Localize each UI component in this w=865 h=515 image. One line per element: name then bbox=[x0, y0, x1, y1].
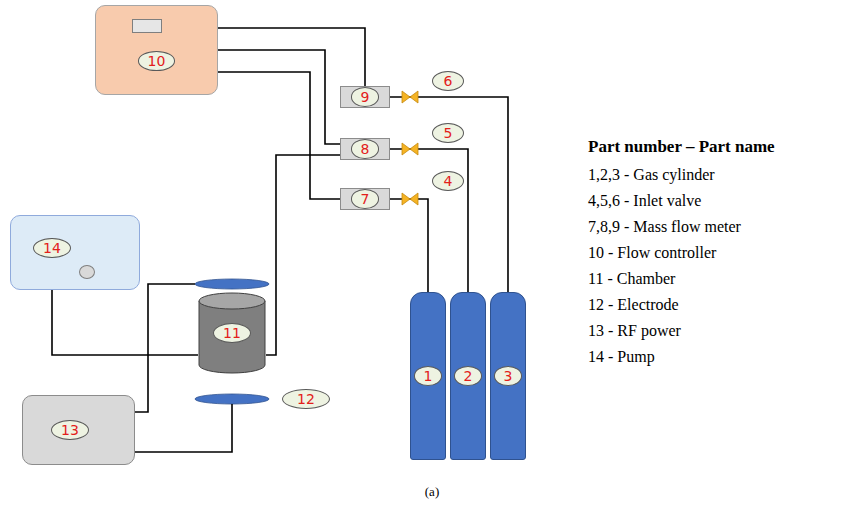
parts-list-heading: Part number – Part name bbox=[588, 137, 775, 157]
callout-number: 5 bbox=[444, 124, 453, 142]
parts-list-entry: 12 - Electrode bbox=[588, 296, 679, 314]
callout-number: 13 bbox=[51, 420, 89, 440]
gas-line bbox=[218, 50, 340, 144]
callout-number: 10 bbox=[138, 51, 176, 71]
chamber-cylinder: 11 bbox=[198, 292, 266, 374]
callout-oval: 6 bbox=[432, 71, 464, 91]
gas-line bbox=[390, 199, 428, 292]
gas-cylinder: 1 bbox=[410, 292, 447, 460]
parts-list-entry: 1,2,3 - Gas cylinder bbox=[588, 166, 715, 184]
callout-number: 12 bbox=[297, 390, 315, 408]
line-path bbox=[218, 28, 365, 86]
callout-number: 6 bbox=[444, 72, 453, 90]
callout-number: 1 bbox=[414, 366, 443, 386]
parts-list-entry: 14 - Pump bbox=[588, 348, 655, 366]
callout-oval: 12 bbox=[282, 389, 330, 409]
pump-box: 14 bbox=[10, 215, 140, 290]
callout-number: 8 bbox=[351, 139, 380, 159]
gas-line bbox=[390, 149, 468, 292]
gas-line bbox=[218, 28, 365, 86]
line-path bbox=[390, 149, 468, 292]
gas-line bbox=[266, 155, 340, 355]
gas-line bbox=[218, 72, 340, 199]
callout-number: 14 bbox=[33, 238, 71, 258]
parts-list-entry: 10 - Flow controller bbox=[588, 244, 716, 262]
line-path bbox=[390, 199, 428, 292]
line-path bbox=[390, 97, 508, 292]
line-path bbox=[218, 50, 340, 144]
pump-knob bbox=[79, 265, 95, 279]
mass-flow-meter: 9 bbox=[340, 86, 390, 108]
gas-line bbox=[390, 97, 508, 292]
line-path bbox=[52, 290, 198, 355]
rf-power-box: 13 bbox=[22, 395, 135, 465]
mass-flow-meter: 8 bbox=[340, 138, 390, 160]
display-window bbox=[132, 19, 162, 33]
line-path bbox=[218, 72, 340, 199]
callout-number: 2 bbox=[454, 366, 483, 386]
figure-caption: (a) bbox=[425, 484, 439, 500]
callout-oval: 5 bbox=[432, 123, 464, 143]
gas-cylinder: 2 bbox=[450, 292, 487, 460]
callout-number: 3 bbox=[494, 366, 523, 386]
inlet-valve-symbol bbox=[402, 91, 418, 205]
line-path bbox=[266, 155, 340, 355]
parts-list-entry: 7,8,9 - Mass flow meter bbox=[588, 218, 741, 236]
callout-number: 7 bbox=[351, 189, 380, 209]
callout-oval: 4 bbox=[432, 171, 464, 191]
mass-flow-meter: 7 bbox=[340, 188, 390, 210]
callout-number: 4 bbox=[444, 172, 453, 190]
parts-list-entry: 11 - Chamber bbox=[588, 270, 675, 288]
parts-list-entry: 13 - RF power bbox=[588, 322, 681, 340]
callout-number: 9 bbox=[351, 87, 380, 107]
electrode-plate bbox=[195, 279, 269, 404]
flow-controller-box: 10 bbox=[95, 5, 218, 95]
parts-list-entry: 4,5,6 - Inlet valve bbox=[588, 192, 701, 210]
callout-number: 11 bbox=[213, 323, 251, 343]
gas-line bbox=[52, 290, 198, 355]
gas-cylinder: 3 bbox=[490, 292, 527, 460]
